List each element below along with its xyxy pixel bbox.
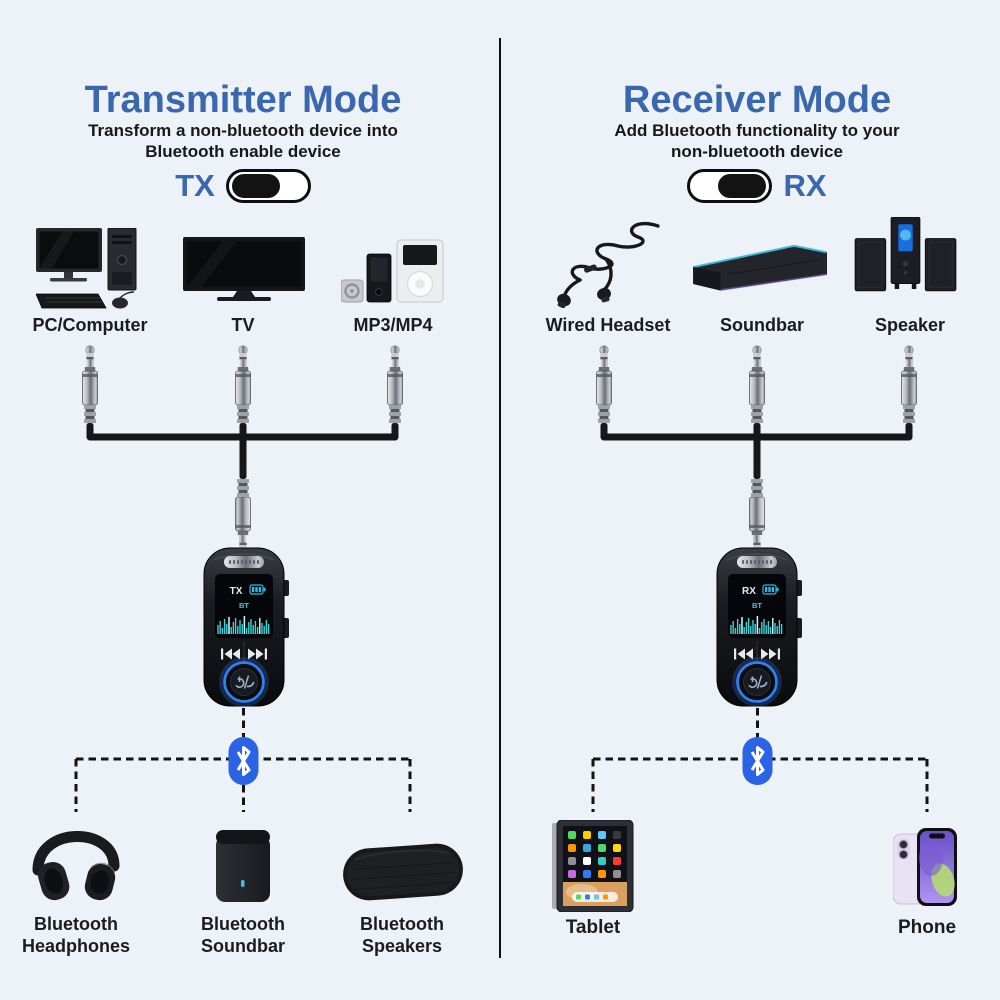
mode-indicator: RX (742, 586, 756, 597)
bt-indicator: BT (239, 601, 249, 610)
toggle-knob (718, 174, 767, 198)
tx-toggle[interactable] (225, 169, 311, 203)
dashed-connector (74, 708, 412, 812)
bluetooth-speakers-icon (343, 843, 463, 901)
source-label: Soundbar (720, 315, 804, 335)
rx-toggle-row: RX (514, 168, 1000, 204)
tv-icon (183, 237, 305, 301)
page-title-receiver: Receiver Mode (622, 79, 892, 122)
sink-label: Phone (897, 917, 957, 938)
sink-label: Bluetooth Headphones (21, 914, 131, 956)
power-call-button (732, 657, 782, 707)
mode-indicator: TX (230, 586, 243, 597)
bluetooth-soundbar-icon (216, 830, 270, 902)
source-label: TV (231, 315, 255, 335)
tablet-icon (552, 820, 634, 912)
prev-track-button (221, 648, 240, 660)
aux-splitter-cable (82, 345, 403, 557)
bt-adapter-device: TX BT (203, 547, 289, 707)
mp3-player-icon (341, 239, 444, 303)
power-call-button (219, 657, 269, 707)
source-label: MP3/MP4 (353, 315, 433, 335)
rx-label: RX (783, 168, 827, 203)
rx-toggle[interactable] (687, 169, 773, 203)
jack-plug-icon (901, 345, 917, 437)
sink-label: Bluetooth Speakers (360, 914, 444, 956)
dashed-connector (591, 708, 929, 812)
device-grille (737, 556, 777, 568)
jack-plug-icon (749, 345, 765, 437)
source-label: PC/Computer (32, 315, 148, 335)
bt-adapter-device: RX BT (716, 547, 802, 707)
wired-headset-icon (557, 221, 660, 308)
receiver-subtitle: Add Bluetooth functionality to your non-… (614, 121, 900, 161)
bt-indicator: BT (752, 601, 762, 610)
aux-splitter-cable (596, 345, 917, 557)
phone-icon (893, 828, 957, 906)
prev-track-button (734, 648, 753, 660)
source-label: Speaker (874, 315, 946, 335)
source-label: Wired Headset (545, 315, 671, 335)
divider-line (499, 38, 501, 958)
soundbar-icon (693, 244, 827, 291)
sink-label: Bluetooth Soundbar (201, 914, 285, 956)
tx-label: TX (175, 168, 215, 203)
device-grille (224, 556, 264, 568)
battery-icon (762, 584, 779, 595)
next-track-button (761, 648, 780, 660)
jack-plug-icon (749, 465, 765, 557)
bluetooth-icon (742, 737, 773, 785)
bluetooth-icon (228, 737, 259, 785)
toggle-knob (231, 174, 280, 198)
page-title-transmitter: Transmitter Mode (84, 79, 402, 122)
next-track-button (248, 648, 267, 660)
tx-toggle-row: TX (0, 168, 486, 204)
desktop-computer-icon (36, 228, 137, 309)
bluetooth-headphones-icon (32, 831, 120, 901)
transmitter-subtitle: Transform a non-bluetooth device into Bl… (88, 121, 398, 161)
jack-plug-icon (596, 345, 612, 437)
battery-icon (249, 584, 266, 595)
speaker-system-icon (854, 217, 957, 292)
sink-label: Tablet (565, 917, 621, 938)
